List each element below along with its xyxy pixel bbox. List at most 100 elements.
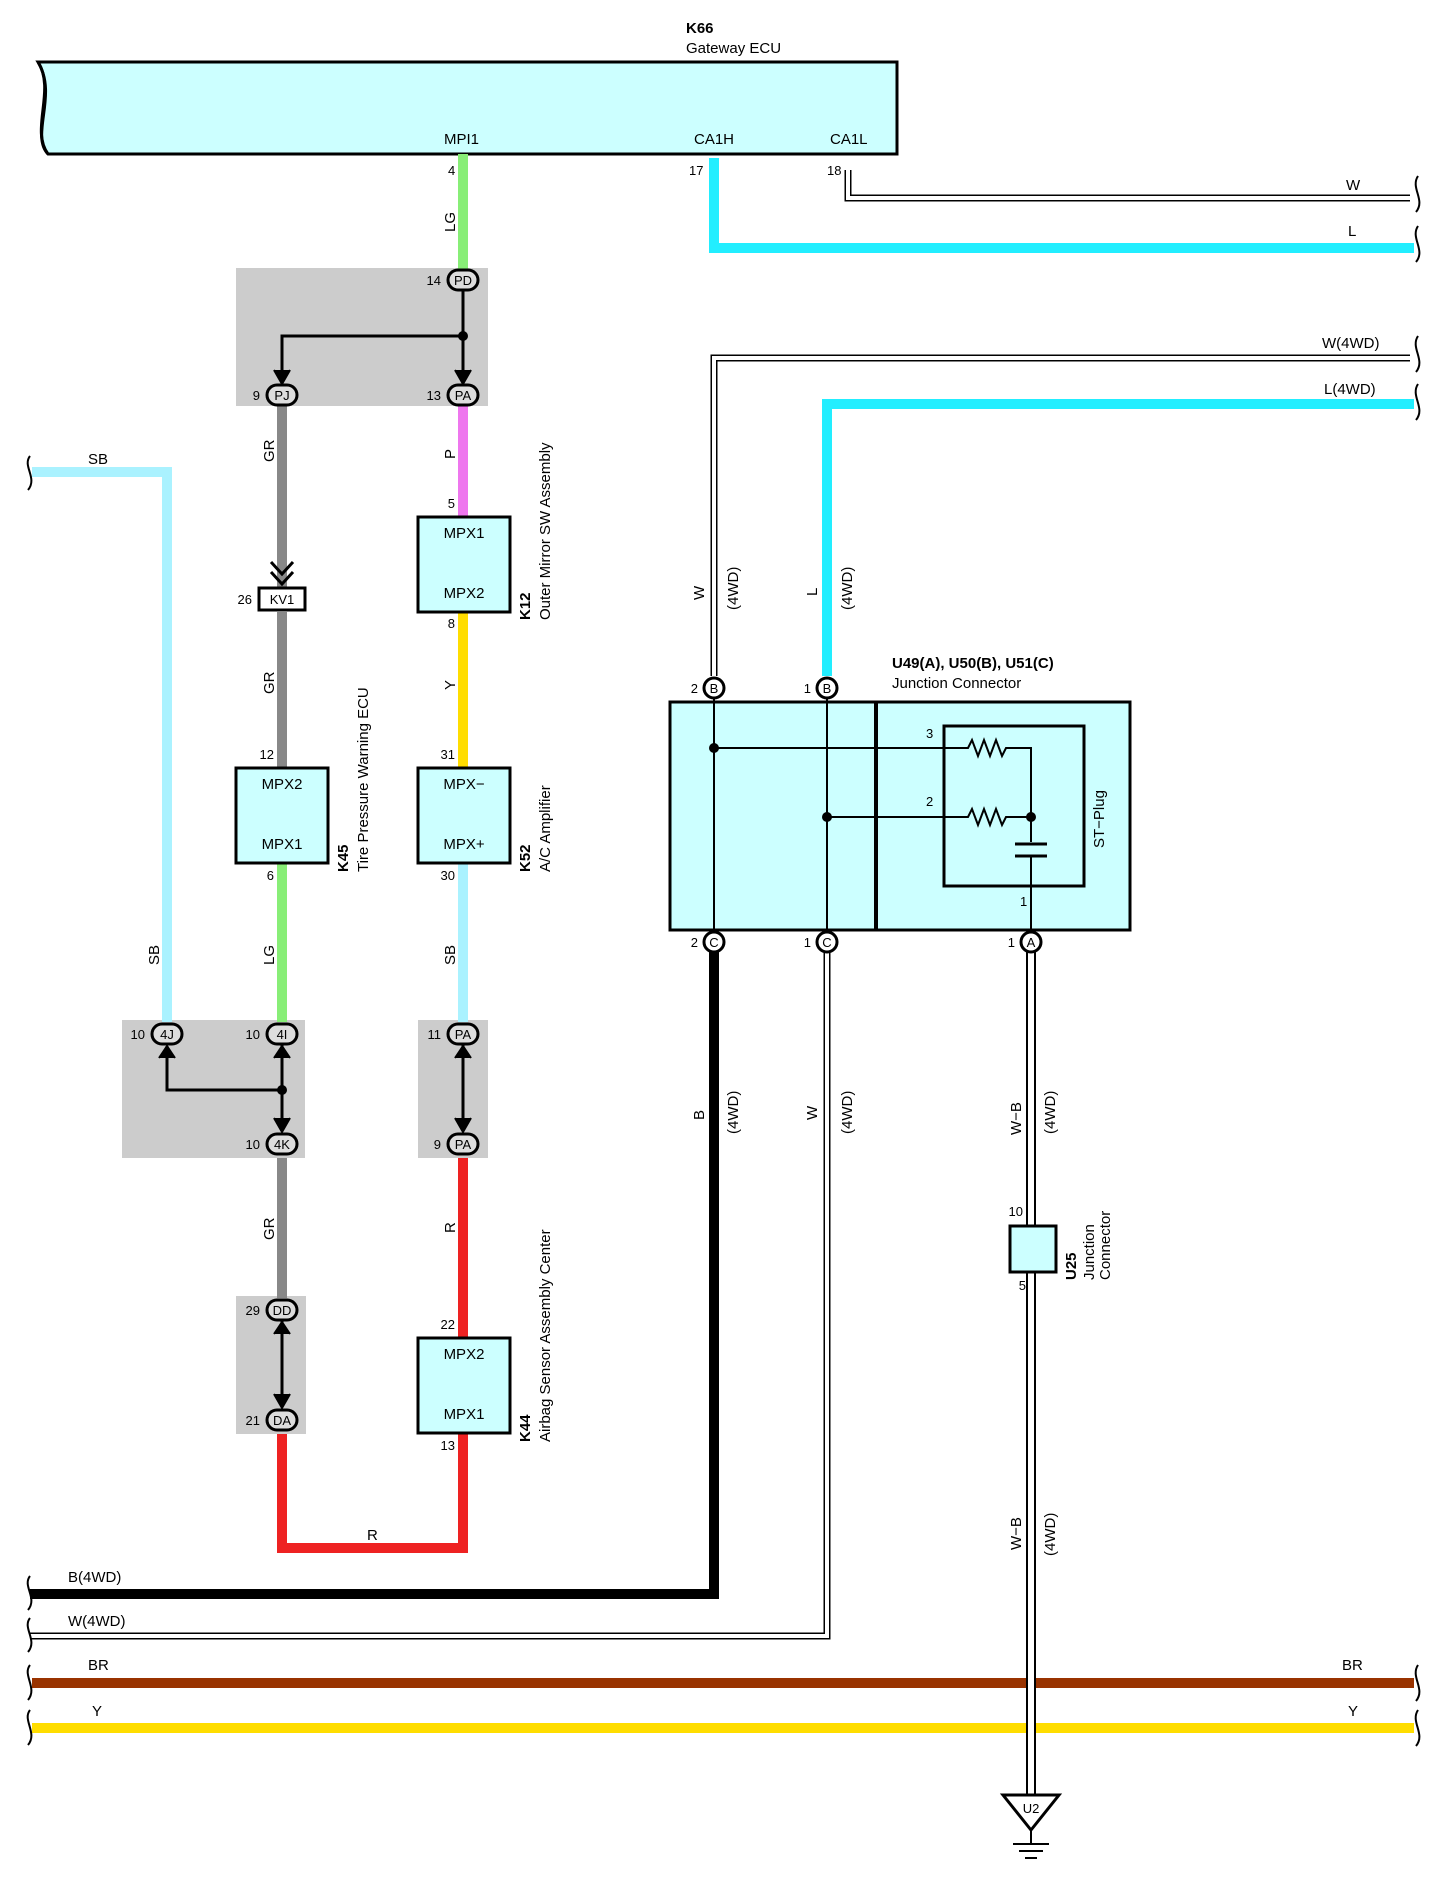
connector-4j-pin: 10 — [131, 1027, 145, 1042]
st-plug-splice-dot — [1026, 812, 1036, 822]
wire-w4wd-b2 — [712, 356, 1410, 676]
k45-pin-12: 12 — [260, 747, 274, 762]
k12-outer-mirror-sw-box — [416, 515, 512, 614]
connector-dd — [265, 1298, 299, 1322]
k45-pin-bottom-name: MPX1 — [262, 836, 303, 853]
arrow-dd-icon — [273, 1320, 291, 1335]
arrow-4j-icon — [158, 1044, 176, 1059]
k66-pin-num-17: 17 — [689, 163, 703, 178]
wire-label-sb-2: SB — [442, 945, 459, 965]
connector-pj-pin: 9 — [253, 388, 260, 403]
k44-code: K44 — [517, 1414, 534, 1442]
arrow-pa-9-icon — [454, 1117, 472, 1135]
connector-4j-label: 4J — [160, 1027, 174, 1042]
k52-pin-top-name: MPX− — [443, 776, 485, 793]
wire-label-w-c1: W — [804, 1105, 821, 1120]
connector-pa-9-pin: 9 — [434, 1137, 441, 1152]
k12-name: Outer Mirror SW Assembly — [537, 442, 554, 620]
k45-tire-pressure-ecu-box — [234, 766, 330, 865]
arrow-4i-icon — [273, 1044, 291, 1059]
connector-pa-11-pin: 11 — [428, 1027, 442, 1042]
u49-res-pin-2: 2 — [926, 794, 933, 809]
u49-pin-b2-label: B — [710, 681, 719, 696]
u49-name: Junction Connector — [892, 675, 1021, 692]
kv1-double-arrow-icon — [269, 560, 295, 587]
k12-pin-top-name: MPX1 — [444, 525, 485, 542]
k44-airbag-sensor-box — [416, 1336, 512, 1435]
k45-pin-6: 6 — [267, 868, 274, 883]
u25-code: U25 — [1063, 1252, 1080, 1280]
wire-label-y-right: Y — [1348, 1703, 1358, 1720]
connector-4k-label: 4K — [274, 1137, 290, 1152]
resistor-1-icon — [944, 737, 1032, 817]
k66-pin-ca1h: CA1H — [694, 131, 734, 148]
st-plug-label: ST−Plug — [1091, 790, 1108, 848]
resistor-2-icon — [944, 806, 1032, 842]
u49-splice-dot-1 — [709, 743, 719, 753]
k12-pin-5: 5 — [448, 496, 455, 511]
u49-pin-c1-label: C — [822, 935, 831, 950]
wire-label-lg-2: LG — [261, 945, 278, 965]
u49-pin-b2: B 2 — [691, 676, 726, 700]
ground-u2-label: U2 — [1023, 1801, 1040, 1816]
wire-label-4wd-a1: (4WD) — [1042, 1091, 1059, 1134]
break-marks-left — [26, 1575, 33, 1746]
connector-da-pin: 21 — [246, 1413, 260, 1428]
splice-dot-1 — [458, 331, 468, 341]
wire-label-l-b1: L — [804, 588, 821, 596]
u25-junction-connector-box — [1008, 1224, 1058, 1274]
k44-pin-13: 13 — [441, 1438, 455, 1453]
wire-label-br-left: BR — [88, 1657, 109, 1674]
u25-pin-10: 10 — [1009, 1204, 1023, 1219]
wire-label-w4wd-bottom: W(4WD) — [68, 1613, 125, 1630]
u49-pin-c1: C 1 — [804, 930, 839, 954]
connector-pd — [446, 268, 480, 292]
connector-kv1-pin: 26 — [238, 592, 252, 607]
u49-pin-c1-num: 1 — [804, 935, 811, 950]
st-plug-box — [942, 724, 1086, 888]
u49-pin-c2-label: C — [709, 935, 718, 950]
k52-pin-bottom-name: MPX+ — [443, 836, 485, 853]
u49-pin-c2: C 2 — [691, 930, 726, 954]
k52-code: K52 — [517, 844, 534, 872]
wire-label-w-top: W — [1346, 177, 1361, 194]
arrow-da-icon — [273, 1393, 291, 1411]
k52-name: A/C Amplifier — [537, 785, 554, 872]
wire-r-k44-da — [277, 1433, 468, 1553]
wire-label-p: P — [442, 449, 459, 459]
wire-label-wb-1: W−B — [1008, 1102, 1025, 1135]
connector-pd-label: PD — [454, 273, 472, 288]
u49-pin-c2-num: 2 — [691, 935, 698, 950]
arrow-pj-icon — [273, 369, 291, 387]
wire-label-w-b2: W — [691, 585, 708, 600]
k44-name: Airbag Sensor Assembly Center — [537, 1229, 554, 1442]
arrow-pa-icon — [454, 369, 472, 387]
wire-label-sb-top: SB — [88, 451, 108, 468]
u49-code: U49(A), U50(B), U51(C) — [892, 655, 1054, 672]
k45-code: K45 — [335, 844, 352, 872]
k44-pin-22: 22 — [441, 1317, 455, 1332]
u49-pin-b1: B 1 — [804, 676, 839, 700]
wire-label-4wd-c2: (4WD) — [725, 1091, 742, 1134]
u49-splice-dot-2 — [822, 812, 832, 822]
arrow-pa-11-icon — [454, 1044, 472, 1059]
splice-wire-4j — [165, 1046, 282, 1092]
wire-label-y-left: Y — [92, 1703, 102, 1720]
k66-pin-ca1l: CA1L — [830, 131, 868, 148]
k66-break-mark — [36, 61, 50, 155]
wire-label-r-1: R — [442, 1222, 459, 1233]
splice-dot-2 — [277, 1085, 287, 1095]
u49-pin-a1: A 1 — [1008, 930, 1043, 954]
wire-w4wd-c1 — [30, 950, 829, 1638]
wire-label-b4wd-bottom: B(4WD) — [68, 1569, 121, 1586]
wire-sb-4j — [32, 467, 172, 1022]
connector-da-label: DA — [273, 1413, 291, 1428]
wire-label-gr-2: GR — [261, 671, 278, 694]
k52-ac-amplifier-box — [416, 766, 512, 865]
wire-label-wb-2: W−B — [1008, 1517, 1025, 1550]
k44-pin-top-name: MPX2 — [444, 1346, 485, 1363]
wire-label-sb-1: SB — [146, 945, 163, 965]
wire-label-l-top: L — [1348, 223, 1356, 240]
k45-name: Tire Pressure Warning ECU — [355, 687, 372, 872]
wire-label-4wd-c1: (4WD) — [839, 1091, 856, 1134]
